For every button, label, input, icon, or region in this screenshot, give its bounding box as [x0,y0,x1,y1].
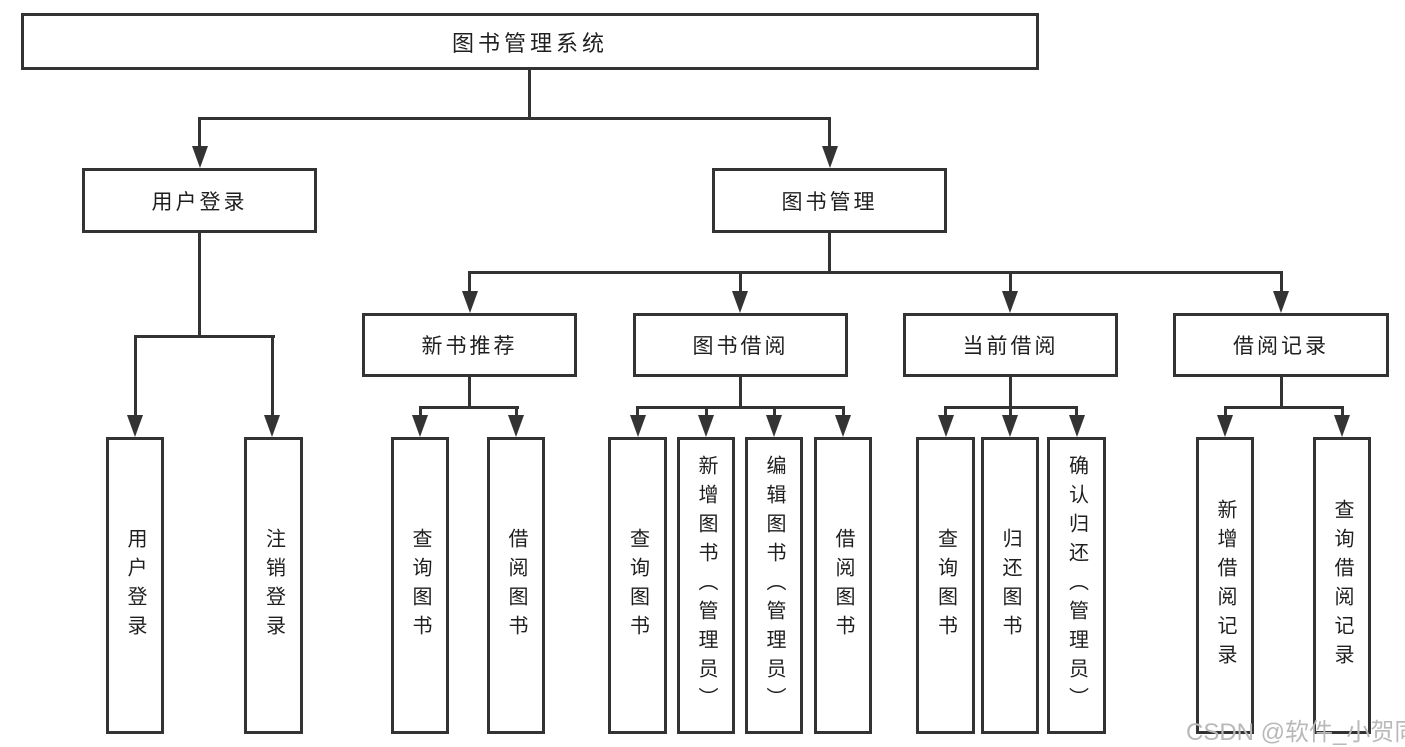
arrow-down-icon [822,146,838,168]
arrow-down-icon [630,415,646,437]
node-current-borrowing: 当前借阅 [903,313,1118,377]
connector-line [1224,406,1227,418]
arrow-down-icon [938,415,954,437]
arrow-down-icon [1217,415,1233,437]
leaf-query-books-current: 查询图书 [916,437,975,734]
leaf-add-books-admin: 新增图书（管理员） [677,437,735,734]
arrow-down-icon [698,415,714,437]
node-book-management: 图书管理 [712,168,947,233]
connector-line [1009,271,1012,293]
csdn-watermark: CSDN @软件_小贺同学 [1186,719,1405,746]
connector-line [828,117,831,148]
leaf-query-books-borrowing: 查询图书 [608,437,667,734]
leaf-query-books-recommend: 查询图书 [391,437,449,734]
leaf-return-books: 归还图书 [981,437,1039,734]
leaf-user-login: 用户登录 [106,437,164,734]
connector-line [468,271,471,293]
connector-line [1009,406,1012,418]
arrow-down-icon [264,415,280,437]
connector-line [469,271,1282,274]
arrow-down-icon [412,415,428,437]
node-user-login: 用户登录 [82,168,317,233]
arrow-down-icon [508,415,524,437]
connector-line [739,377,742,408]
connector-line [1224,406,1343,409]
connector-line [1341,406,1344,418]
leaf-add-borrow-record: 新增借阅记录 [1196,437,1254,734]
arrow-down-icon [1273,291,1289,313]
connector-line [198,117,201,148]
connector-line [705,406,708,418]
arrow-down-icon [766,415,782,437]
node-book-management-system: 图书管理系统 [21,13,1039,70]
connector-line [1280,377,1283,408]
connector-line [1009,377,1012,408]
node-new-book-recommend: 新书推荐 [362,313,577,377]
connector-line [134,335,137,418]
connector-line [636,406,639,418]
connector-line [828,233,831,274]
connector-line [636,406,845,409]
leaf-query-borrow-record: 查询借阅记录 [1313,437,1371,734]
connector-line [944,406,947,418]
arrow-down-icon [127,415,143,437]
leaf-borrow-books: 借阅图书 [814,437,872,734]
connector-line [419,406,422,418]
leaf-logout: 注销登录 [244,437,303,734]
leaf-borrow-books-recommend: 借阅图书 [487,437,545,734]
node-book-borrowing: 图书借阅 [633,313,848,377]
node-borrowing-records: 借阅记录 [1173,313,1389,377]
connector-line [468,377,471,408]
leaf-edit-books-admin: 编辑图书（管理员） [745,437,803,734]
arrow-down-icon [1069,415,1085,437]
connector-line [528,70,531,118]
connector-line [842,406,845,418]
leaf-confirm-return-admin: 确认归还（管理员） [1047,437,1106,734]
connector-line [1280,271,1283,293]
connector-line [198,117,831,120]
arrow-down-icon [1002,291,1018,313]
arrow-down-icon [1334,415,1350,437]
connector-line [739,271,742,293]
arrow-down-icon [732,291,748,313]
connector-line [773,406,776,418]
connector-line [419,406,519,409]
connector-line [134,335,275,338]
arrow-down-icon [1002,415,1018,437]
connector-line [198,233,201,337]
arrow-down-icon [835,415,851,437]
arrow-down-icon [192,146,208,168]
connector-line [1075,406,1078,418]
arrow-down-icon [462,291,478,313]
connector-line [515,406,518,418]
connector-line [271,335,274,418]
